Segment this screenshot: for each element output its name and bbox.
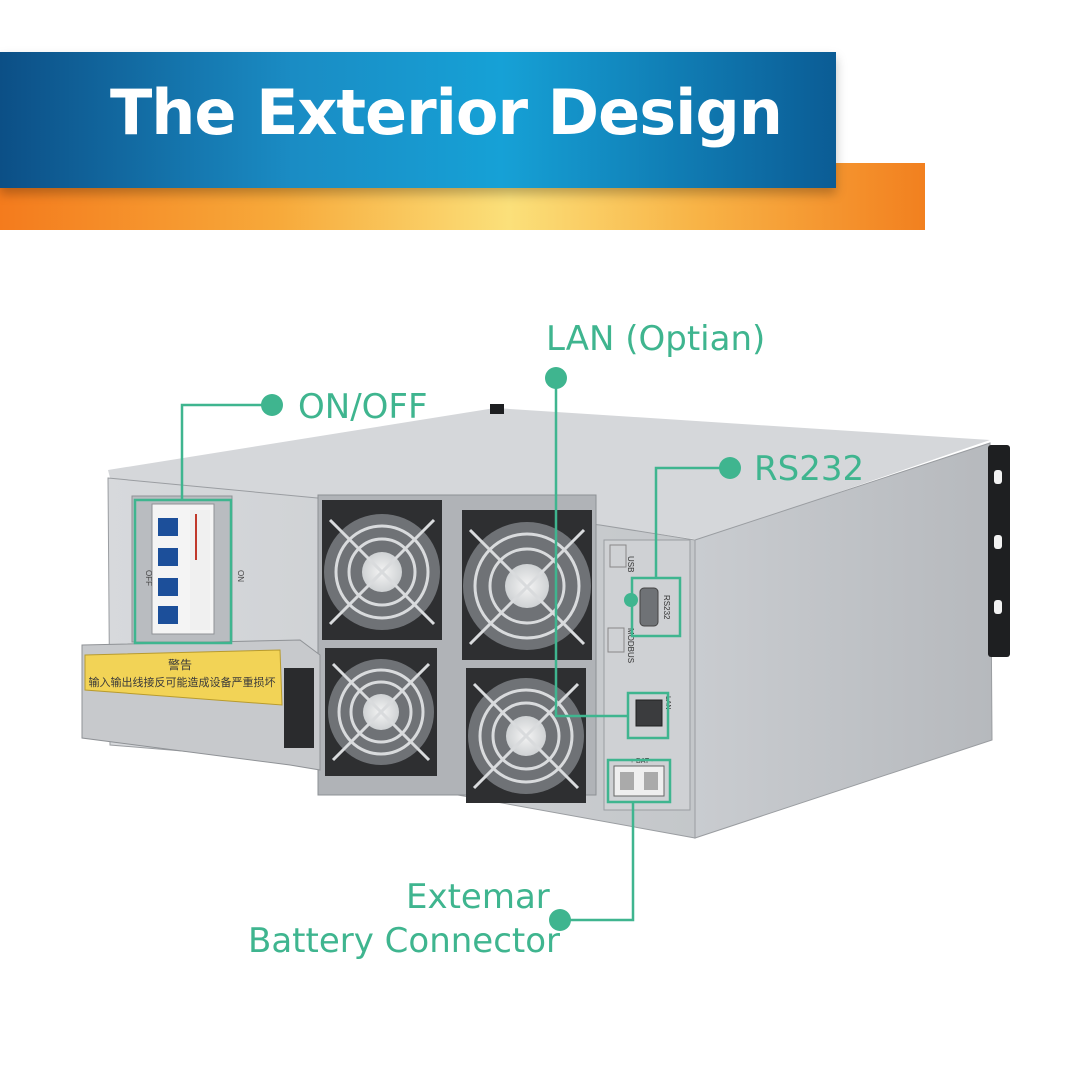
battery-callout-label-line1: Extemar [406, 877, 550, 917]
rs232-port [639, 587, 659, 627]
warning-text: 输入输出线接反可能造成设备严重损坏 [89, 675, 276, 689]
on-off-leader-line [180, 403, 268, 500]
cooling-fan [462, 510, 592, 660]
cooling-fan [466, 668, 586, 803]
breaker-off-label: OFF [144, 570, 153, 586]
battery-callout-label-line2: Battery Connector [248, 921, 561, 961]
rack-bracket-top [490, 404, 504, 414]
rs232-callout-label: RS232 [754, 449, 865, 489]
rs232-callout-dot [719, 457, 741, 479]
battery-callout-dot [549, 909, 571, 931]
header-banner [0, 52, 836, 188]
cooling-fan [322, 500, 442, 640]
lan-callout-label: LAN (Optian) [546, 319, 766, 359]
modbus-port-label: MODBUS [626, 628, 635, 663]
warning-label [84, 649, 283, 706]
chassis-top [108, 408, 990, 540]
on-off-callout-dot [261, 394, 283, 416]
warning-title: 警告 [168, 657, 192, 672]
power-breaker-switch [131, 495, 233, 643]
on-off-callout-label: ON/OFF [298, 387, 428, 427]
page-title: The Exterior Design [110, 76, 783, 149]
battery-highlight-box [606, 758, 672, 804]
battery-leader-line [562, 802, 635, 922]
usb-port-label: USB [626, 556, 635, 572]
cooling-fan [325, 648, 437, 776]
rs232-port-label: RS232 [662, 595, 671, 620]
port-panel [603, 539, 691, 811]
lan-callout-dot [545, 367, 567, 389]
lan-port [635, 699, 663, 727]
rs232-leader-line [654, 466, 726, 578]
lan-leader-line [554, 378, 628, 718]
rack-bracket [988, 445, 1010, 657]
terminal-block [284, 668, 314, 748]
breaker-on-label: ON [236, 570, 245, 582]
battery-port-label: + BAT - [630, 758, 654, 765]
